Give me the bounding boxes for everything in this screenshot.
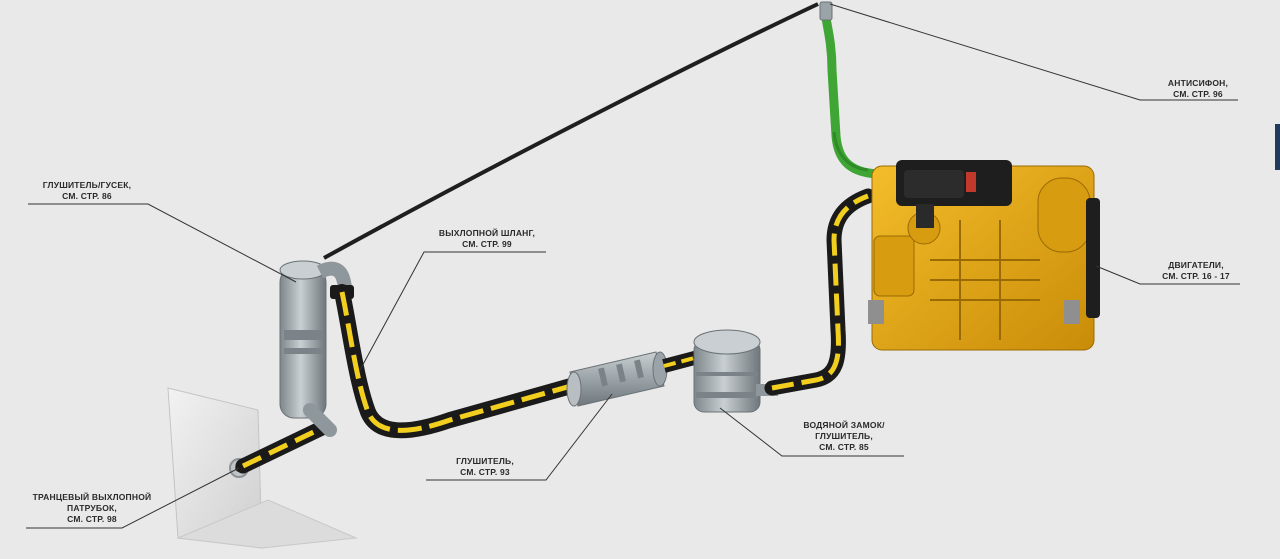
label-muffler-gooseneck: ГЛУШИТЕЛЬ/ГУСЕК, СМ. СТР. 86 xyxy=(42,180,132,201)
leader-exhaust-hose xyxy=(359,251,546,371)
leader-lines xyxy=(26,3,1240,529)
marine-diesel-engine-icon xyxy=(868,160,1100,351)
leader-muffler xyxy=(426,393,613,481)
transom-plate-icon xyxy=(167,387,358,549)
inline-muffler-icon xyxy=(566,351,668,407)
label-water-lock: ВОДЯНОЙ ЗАМОК/ ГЛУШИТЕЛЬ, СМ. СТР. 85 xyxy=(803,420,885,452)
gooseneck-muffler-icon xyxy=(279,260,354,437)
green-hose xyxy=(821,13,887,179)
label-transom-outlet: ТРАНЦЕВЫЙ ВЫХЛОПНОЙ ПАТРУБОК, СМ. СТР. 9… xyxy=(32,492,152,524)
leader-antisiphon xyxy=(829,3,1238,101)
label-exhaust-hose: ВЫХЛОПНОЙ ШЛАНГ, СМ. СТР. 99 xyxy=(438,228,536,249)
exhaust-hose-transom-segment xyxy=(235,420,330,474)
waterlock-muffler-icon xyxy=(693,329,778,413)
leader-transom-outlet xyxy=(26,467,240,529)
label-muffler: ГЛУШИТЕЛЬ, СМ. СТР. 93 xyxy=(456,456,514,477)
antisiphon-return-line xyxy=(323,2,819,260)
antisiphon-valve-icon xyxy=(819,1,833,21)
leader-engines xyxy=(1095,265,1240,285)
leader-water-lock xyxy=(719,407,904,457)
exhaust-hose-main-run xyxy=(334,284,586,439)
exhaust-hose-to-engine xyxy=(764,188,876,396)
label-engines: ДВИГАТЕЛИ, СМ. СТР. 16 - 17 xyxy=(1162,260,1230,281)
page-edge-tab xyxy=(1275,124,1280,170)
label-antisiphon: АНТИСИФОН, СМ. СТР. 96 xyxy=(1167,78,1229,99)
leader-muffler-gooseneck xyxy=(28,203,297,283)
